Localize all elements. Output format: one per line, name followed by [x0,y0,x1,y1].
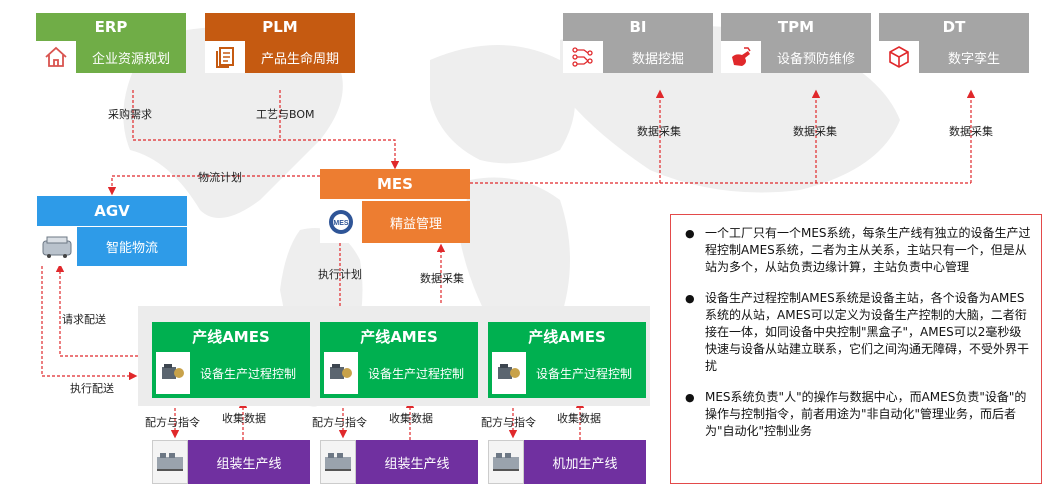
label-request-dispatch: 请求配送 [62,313,106,326]
cube-icon [879,41,919,73]
agv-desc: 智能物流 [105,241,158,256]
note-item: MES系统负责"人"的操作与数据中心，而AMES负责"设备"的操作与控制指令，前… [685,389,1031,440]
request-dispatch-arrow [55,263,138,357]
agv-robot-icon [37,227,77,266]
exec-dispatch-arrow [41,266,138,381]
label-purchase: 采购需求 [108,108,152,121]
bi-box: BI 数据挖掘 [563,13,713,73]
ames-desc: 设备生产过程控制 [199,366,296,381]
label-collect-mes: 数据采集 [420,272,464,285]
document-stack-icon [205,41,245,73]
plm-desc: 产品生命周期 [260,51,339,67]
ames-box-1: 产线AMES 设备生产过程控制 [152,322,310,398]
house-icon [36,41,76,73]
agv-box: AGV 智能物流 [37,196,187,266]
production-line-label: 组装生产线 [188,440,310,484]
production-line-label: 组装生产线 [356,440,478,484]
mes-gear-icon: MES [320,201,362,243]
production-line-label: 机加生产线 [524,440,646,484]
label-recipe: 配方与指令 [312,416,367,429]
erp-box: ERP 企业资源规划 [36,13,186,73]
machine-icon [488,440,524,484]
svg-text:MES: MES [333,220,349,227]
erp-to-mes-arrow [132,90,400,170]
mes-to-agv-arrow [107,175,320,196]
production-line-2: 组装生产线 [320,440,478,484]
ames-title: 产线AMES [528,327,606,346]
label-collect: 收集数据 [222,412,266,425]
dt-desc: 数字孪生 [947,51,1000,67]
label-exec-dispatch: 执行配送 [70,382,114,395]
bi-title: BI [563,13,713,41]
label-recipe: 配方与指令 [481,416,536,429]
label-logistics: 物流计划 [198,171,242,184]
ames-title: 产线AMES [192,327,270,346]
repair-hand-icon [721,41,761,73]
production-line-1: 组装生产线 [152,440,310,484]
dt-title: DT [879,13,1029,41]
machine-icon [152,440,188,484]
plm-title: PLM [205,13,355,41]
plm-box: PLM 产品生命周期 [205,13,355,73]
label-exec-plan: 执行计划 [318,268,362,281]
mes-box: MES MES 精益管理 [320,169,470,243]
ames-box-2: 产线AMES 设备生产过程控制 [320,322,478,398]
dt-box: DT 数字孪生 [879,13,1029,73]
servo-motor-icon [492,352,526,394]
servo-motor-icon [156,352,190,394]
tpm-title: TPM [721,13,871,41]
ames-title: 产线AMES [360,327,438,346]
erp-title: ERP [36,13,186,41]
ames-box-3: 产线AMES 设备生产过程控制 [488,322,646,398]
label-bom: 工艺与BOM [256,108,315,121]
note-item: 设备生产过程控制AMES系统是设备主站，各个设备为AMES系统的从站，AMES可… [685,290,1031,375]
label-collect-bi: 数据采集 [637,125,681,138]
label-collect: 收集数据 [389,412,433,425]
label-collect-tpm: 数据采集 [793,125,837,138]
label-collect-dt: 数据采集 [949,125,993,138]
bi-desc: 数据挖掘 [631,51,684,67]
ames-desc: 设备生产过程控制 [367,366,464,381]
mes-title: MES [320,169,470,199]
tpm-desc: 设备预防维修 [776,51,855,67]
note-item: 一个工厂只有一个MES系统，每条生产线有独立的设备生产过程控制AMES系统，二者… [685,225,1031,276]
network-icon [563,41,603,73]
servo-motor-icon [324,352,358,394]
erp-desc: 企业资源规划 [91,51,170,67]
tpm-box: TPM 设备预防维修 [721,13,871,73]
label-collect: 收集数据 [557,412,601,425]
notes-panel: 一个工厂只有一个MES系统，每条生产线有独立的设备生产过程控制AMES系统，二者… [670,214,1042,484]
production-line-3: 机加生产线 [488,440,646,484]
mes-desc: 精益管理 [389,216,442,232]
ames-desc: 设备生产过程控制 [535,366,632,381]
label-recipe: 配方与指令 [145,416,200,429]
machine-icon [320,440,356,484]
agv-title: AGV [37,196,187,226]
